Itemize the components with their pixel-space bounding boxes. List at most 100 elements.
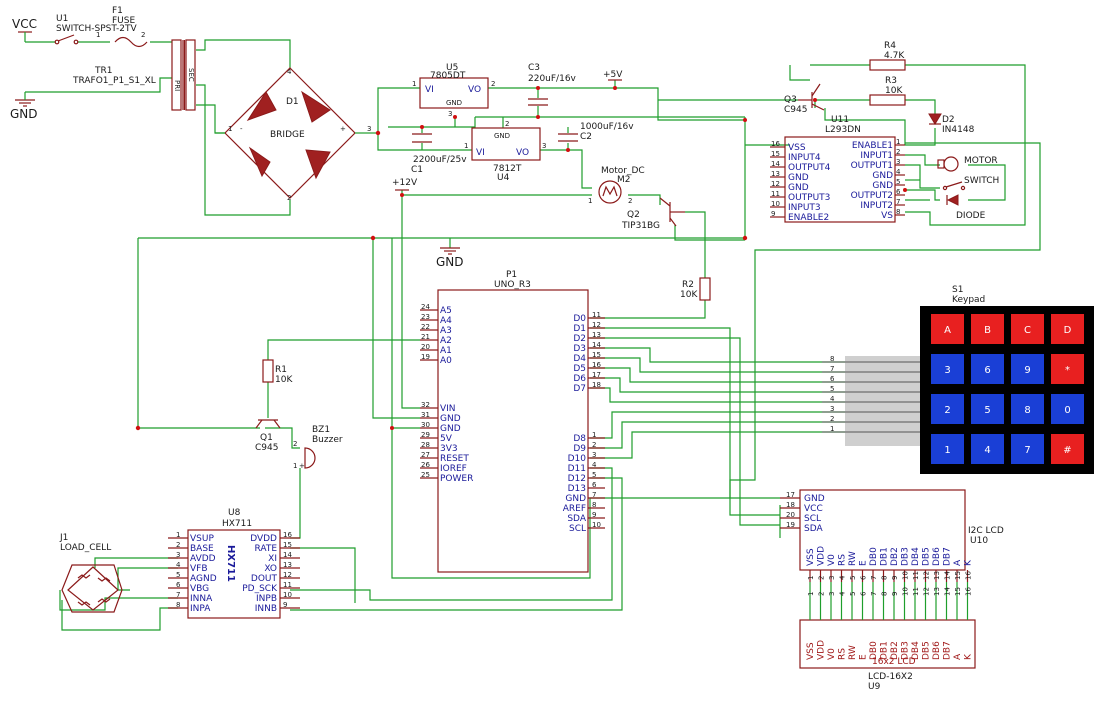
i2c-bottom-pin-name: A xyxy=(953,559,963,566)
keypad-key[interactable]: C xyxy=(1011,314,1044,344)
i2c-pin-num: 20 xyxy=(786,511,795,519)
regulator-u5-value: 7805DT xyxy=(430,71,466,81)
lcd-pin-name: V0 xyxy=(827,648,837,660)
uno-pin-name: IOREF xyxy=(440,464,467,474)
svg-text:SEC: SEC xyxy=(187,68,195,82)
lcd-pin-name: E xyxy=(859,654,869,660)
resistor-r3-value: 10K xyxy=(885,86,903,96)
hx711-pin-num: 11 xyxy=(283,581,292,589)
u11-pin-name: INPUT2 xyxy=(860,201,893,211)
keypad-key[interactable]: * xyxy=(1051,354,1084,384)
keypad-key[interactable]: 3 xyxy=(931,354,964,384)
keypad-key[interactable]: D xyxy=(1051,314,1084,344)
keypad-s1-ref: S1 xyxy=(952,285,963,295)
hx711-pin-name: XO xyxy=(264,564,277,574)
uno-pin-name: A2 xyxy=(440,336,452,346)
wires xyxy=(25,39,1041,631)
u11-pin-name: GND xyxy=(788,183,809,193)
uno-pin-num: 1 xyxy=(592,431,596,439)
lcd-pin-name: DB5 xyxy=(922,641,932,660)
keypad-key-label: 0 xyxy=(1064,405,1070,416)
lcd-pin-num: 7 xyxy=(870,592,878,596)
uno-pin-name: A4 xyxy=(440,316,452,326)
keypad-key[interactable]: 4 xyxy=(971,434,1004,464)
transistor-q1-value: C945 xyxy=(255,443,278,453)
hx711-pin-num: 4 xyxy=(176,561,181,569)
hx711-pin-name: PD_SCK xyxy=(242,584,278,594)
u11-pin-num: 16 xyxy=(771,140,780,148)
keypad-connector xyxy=(845,356,923,446)
u11-pin-name: INPUT4 xyxy=(788,153,821,163)
svg-text:PRI: PRI xyxy=(173,80,181,91)
i2c-bottom-pin-num: 6 xyxy=(860,575,868,580)
motor-driver-u11-value: L293DN xyxy=(825,125,861,135)
hx711-pin-num: 12 xyxy=(283,571,292,579)
lcd-pin-num: 6 xyxy=(860,591,868,596)
i2c-bottom-pin-name: DB1 xyxy=(880,547,890,566)
lcd-pin-name: VSS xyxy=(806,642,816,660)
svg-text:2: 2 xyxy=(287,194,291,202)
i2c-bottom-pin-num: 4 xyxy=(839,575,847,580)
resistor-r4: R4 4.7K xyxy=(869,41,906,71)
hx711-pin-name: DOUT xyxy=(251,574,278,584)
hx711-pin-num: 14 xyxy=(283,551,292,559)
vcc-symbol: VCC xyxy=(12,17,37,42)
u11-pin-num: 15 xyxy=(771,150,780,158)
i2c-bottom-pin-num: 9 xyxy=(891,576,899,580)
lcd-connection-wires xyxy=(809,582,969,620)
uno-pin-name: A3 xyxy=(440,326,452,336)
keypad-key[interactable]: B xyxy=(971,314,1004,344)
keypad-key[interactable]: A xyxy=(931,314,964,344)
u11-pin-num: 5 xyxy=(896,178,900,186)
buzzer-bz1-value: Buzzer xyxy=(312,435,343,445)
keypad-key-label: 4 xyxy=(984,445,990,456)
uno-pin-num: 12 xyxy=(592,321,601,329)
fuse-f1-value: FUSE xyxy=(112,16,135,26)
keypad-pin-num: 6 xyxy=(830,375,835,383)
keypad-key[interactable]: 2 xyxy=(931,394,964,424)
keypad-key[interactable]: 5 xyxy=(971,394,1004,424)
diode-d2: D2 IN4148 xyxy=(928,113,975,135)
lcd-pin-name: DB0 xyxy=(869,641,879,660)
hx711-pin-num: 6 xyxy=(176,581,181,589)
keypad-key-label: D xyxy=(1064,325,1072,336)
lcd-pin-num: 14 xyxy=(944,587,952,596)
i2c-bottom-pin-num: 10 xyxy=(902,571,910,580)
motor-m2-value: Motor_DC xyxy=(601,166,645,176)
u11-pin-name: OUTPUT1 xyxy=(851,161,893,171)
keypad-pin-num: 4 xyxy=(830,395,835,403)
transistor-q1-ref: Q1 xyxy=(260,433,273,443)
keypad-key[interactable]: 1 xyxy=(931,434,964,464)
keypad-key[interactable]: 8 xyxy=(1011,394,1044,424)
svg-text:3: 3 xyxy=(542,142,546,150)
uno-pin-name: A1 xyxy=(440,346,452,356)
keypad-key[interactable]: 0 xyxy=(1051,394,1084,424)
keypad-pin-num: 2 xyxy=(830,415,834,423)
uno-pin-name: A5 xyxy=(440,306,452,316)
svg-text:3: 3 xyxy=(448,110,452,118)
lcd-pin-num: 13 xyxy=(933,587,941,596)
keypad-key[interactable]: # xyxy=(1051,434,1084,464)
keypad-key[interactable]: 6 xyxy=(971,354,1004,384)
uno-pin-num: 21 xyxy=(421,333,430,341)
u11-pin-num: 7 xyxy=(896,198,900,206)
u11-pin-name: INPUT3 xyxy=(788,203,821,213)
i2c-pin-name: GND xyxy=(804,494,825,504)
hx711-pin-name: AGND xyxy=(190,574,217,584)
bridge-d1-value: BRIDGE xyxy=(270,130,305,140)
capacitor-c2: 1000uF/16v C2 xyxy=(558,122,634,142)
keypad-key[interactable]: 9 xyxy=(1011,354,1044,384)
transistor-q2: Q2 TIP31BG xyxy=(621,197,685,231)
resistor-r2-ref: R2 xyxy=(682,280,694,290)
uno-pin-num: 7 xyxy=(592,491,596,499)
lcd-pin-name: DB1 xyxy=(880,641,890,660)
lcd-pin-num: 15 xyxy=(954,587,962,596)
small-switch-label: SWITCH xyxy=(964,176,999,186)
i2c-bottom-pin-name: DB7 xyxy=(943,547,953,566)
keypad-key[interactable]: 7 xyxy=(1011,434,1044,464)
switch-u1-ref: U1 xyxy=(56,14,68,24)
